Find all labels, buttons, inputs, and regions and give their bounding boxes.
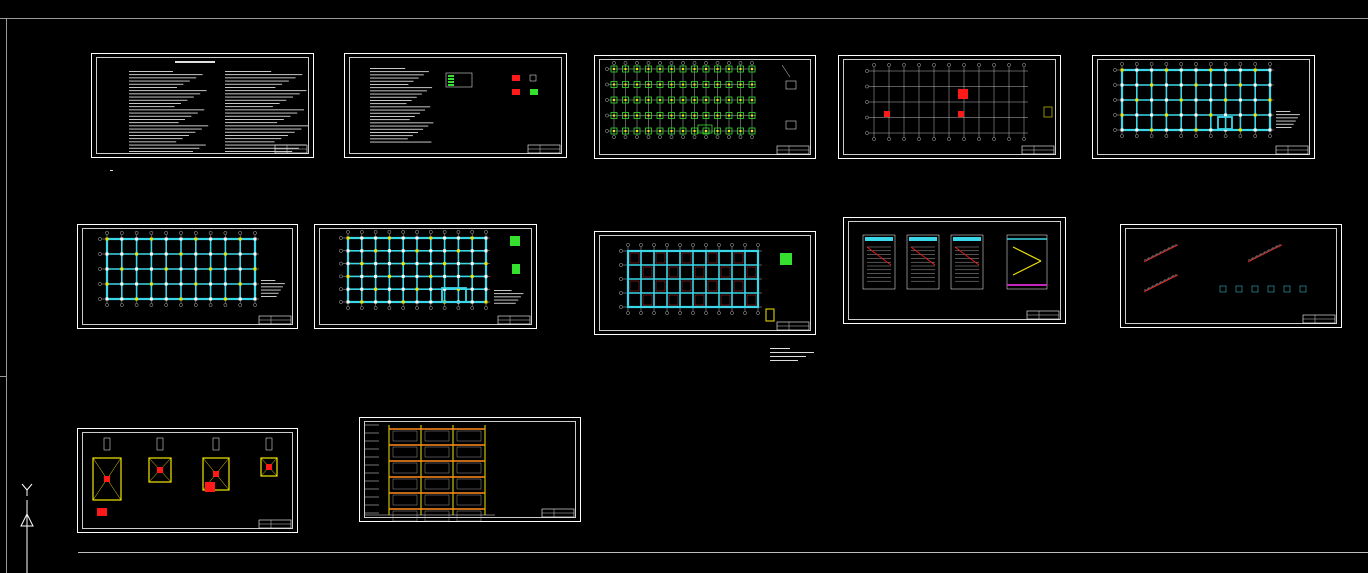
sheet-notes-legend[interactable] — [344, 53, 567, 158]
sheet-elevation-section[interactable] — [359, 417, 581, 522]
sheet-column-grid[interactable] — [838, 55, 1061, 159]
drawing-sheets — [77, 53, 1342, 533]
sheet-stair-sections[interactable] — [1120, 224, 1342, 328]
sheet-slab-plan[interactable] — [594, 231, 816, 335]
sheet-foundation-plan[interactable] — [594, 55, 816, 159]
sheet-beam-plan[interactable] — [77, 224, 298, 329]
ucs-axis-icon — [20, 483, 34, 573]
viewport-border — [0, 18, 1368, 573]
stray-notes — [110, 170, 814, 361]
sheet-beam-plan[interactable] — [1092, 55, 1315, 159]
sheet-stair-plans[interactable] — [843, 217, 1066, 324]
sheet-notes-cover[interactable] — [91, 53, 314, 158]
sheet-beam-plan-2[interactable] — [314, 224, 537, 329]
sheet-footing-details[interactable] — [77, 428, 298, 533]
